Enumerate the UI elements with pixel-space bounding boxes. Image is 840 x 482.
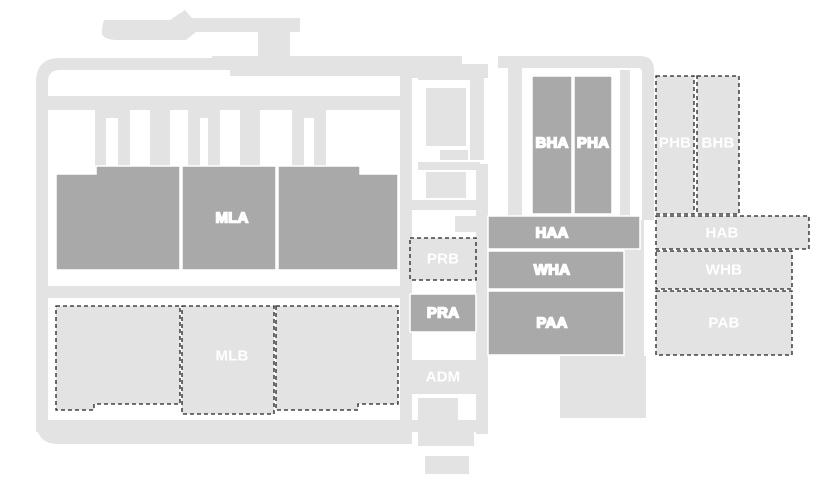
building-mla-label: MLA — [215, 210, 248, 227]
building-haa-label: HAA — [535, 225, 568, 242]
building-phb[interactable]: PHB — [655, 75, 695, 215]
building-haa[interactable]: HAA — [487, 215, 641, 250]
building-pra-label: PRA — [427, 305, 459, 322]
building-pha-label: PHA — [577, 135, 609, 152]
building-adm-label: ADM — [426, 369, 461, 386]
building-pra[interactable]: PRA — [409, 293, 477, 333]
road-network — [36, 10, 654, 474]
building-prb-label: PRB — [427, 251, 459, 268]
building-whb-label: WHB — [706, 262, 742, 279]
building-bhb-label: BHB — [701, 135, 734, 152]
existing-buildings: MLA BHA PHA HAA WHA PAA PRA — [55, 75, 641, 356]
building-mlb-label: MLB — [215, 348, 248, 365]
building-whb[interactable]: WHB — [655, 250, 793, 290]
building-prb[interactable]: PRB — [409, 237, 477, 281]
building-pab[interactable]: PAB — [655, 290, 793, 356]
building-pha[interactable]: PHA — [573, 75, 613, 215]
building-adm[interactable]: ADM — [410, 360, 476, 394]
building-bhb[interactable]: BHB — [696, 75, 740, 215]
building-pab-label: PAB — [708, 315, 739, 332]
building-bha[interactable]: BHA — [531, 75, 573, 215]
building-mlb[interactable]: MLB — [55, 305, 399, 415]
planned-buildings: MLB PRB PHB BHB HAB WHB PAB — [55, 75, 810, 415]
building-phb-label: PHB — [659, 135, 691, 152]
building-mla[interactable]: MLA — [55, 165, 399, 271]
building-hab[interactable]: HAB — [655, 215, 810, 250]
building-bha-label: BHA — [535, 135, 568, 152]
building-paa-label: PAA — [536, 315, 567, 332]
building-wha-label: WHA — [534, 262, 570, 279]
building-hab-label: HAB — [705, 225, 738, 242]
building-wha[interactable]: WHA — [487, 250, 625, 290]
building-paa[interactable]: PAA — [487, 290, 625, 356]
